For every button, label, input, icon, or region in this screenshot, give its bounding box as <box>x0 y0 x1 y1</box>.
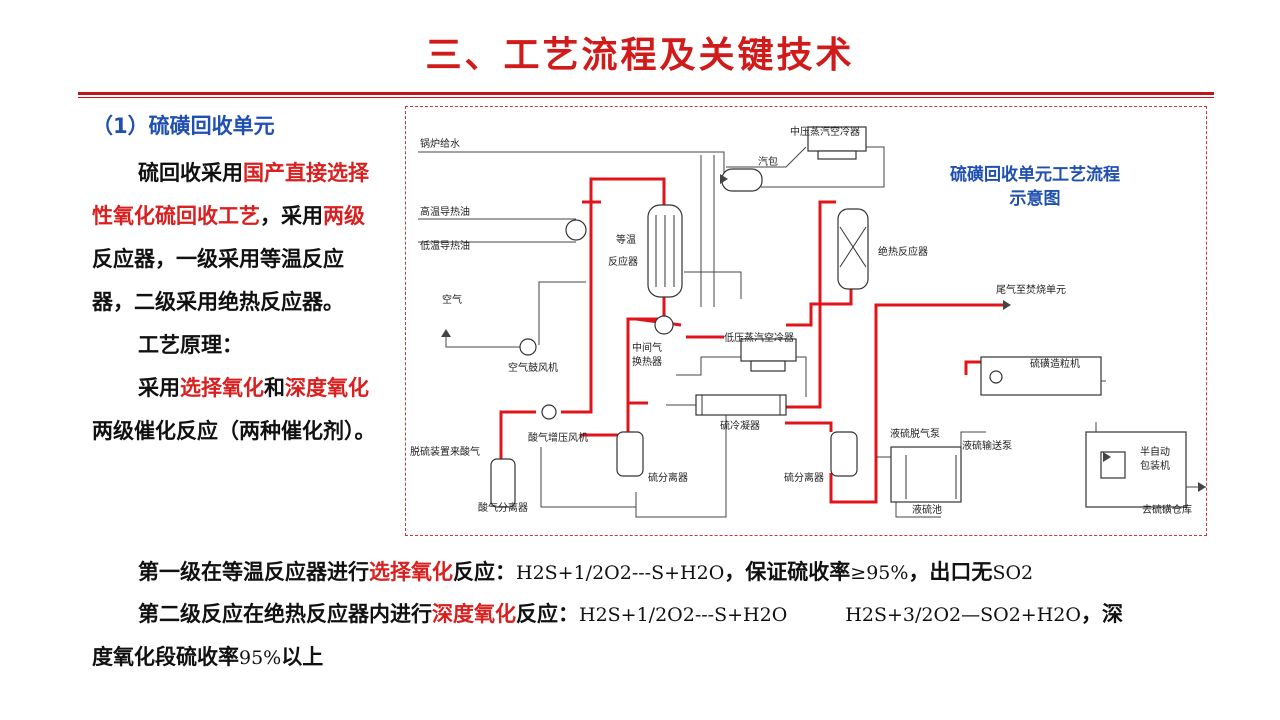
reactor-internals <box>655 215 957 499</box>
label-acid-booster: 酸气增压风机 <box>528 433 588 444</box>
label-tail-gas: 尾气至焚烧单元 <box>996 285 1066 296</box>
process-flow-diagram: 硫磺回收单元工艺流程示意图 锅炉给水 中压蒸汽空冷器 汽包 高温导热油 低温导热… <box>405 106 1207 536</box>
label-degas-pump: 液硫脱气泵 <box>890 429 940 440</box>
page-title: 三、工艺流程及关键技术 <box>425 34 855 76</box>
equation-3: H2S+3/2O2—SO2+H2O <box>845 604 1081 626</box>
label-acid-source: 脱硫装置来酸气 <box>410 447 480 458</box>
label-pit: 液硫池 <box>912 505 942 516</box>
label-sulfur-condenser: 硫冷凝器 <box>720 421 760 432</box>
title-divider-thin <box>78 97 1214 98</box>
label-granulator: 硫磺造粒机 <box>1030 359 1080 370</box>
section-heading: （1）硫磺回收单元 <box>92 114 275 138</box>
label-mid-hx-1: 中间气 <box>632 343 662 354</box>
equation-1: H2S+1/2O2---S+H2O <box>516 562 725 584</box>
equation-2: H2S+1/2O2---S+H2O <box>579 604 788 626</box>
label-isothermal-2: 反应器 <box>608 257 638 268</box>
label-packer-1: 半自动 <box>1140 447 1170 458</box>
label-air: 空气 <box>442 295 462 306</box>
equipment <box>490 126 1187 508</box>
flow-arrows <box>441 174 1206 492</box>
label-mid-hx-2: 换热器 <box>632 357 662 368</box>
label-lp-aircooler: 低压蒸汽空冷器 <box>724 333 794 344</box>
label-hot-oil-out: 低温导热油 <box>420 241 470 252</box>
label-warehouse: 去硫磺仓库 <box>1142 505 1192 516</box>
stage1-line: 第一级在等温反应器进行选择氧化反应：H2S+1/2O2---S+H2O，保证硫收… <box>138 560 1034 584</box>
label-drum: 汽包 <box>758 157 778 168</box>
label-transfer-pump: 液硫输送泵 <box>962 441 1012 452</box>
label-sep2: 硫分离器 <box>784 473 824 484</box>
diagram-title: 硫磺回收单元工艺流程示意图 <box>950 165 1120 209</box>
label-blower: 空气鼓风机 <box>508 363 558 374</box>
label-boiler-water: 锅炉给水 <box>420 139 460 150</box>
flow-diagram-svg <box>418 126 1206 518</box>
label-isothermal-1: 等温 <box>616 235 636 246</box>
label-adiabatic: 绝热反应器 <box>878 247 928 258</box>
intro-paragraph-2: 工艺原理： <box>138 333 243 357</box>
label-packer-2: 包装机 <box>1140 461 1170 472</box>
label-mp-aircooler: 中压蒸汽空冷器 <box>790 127 860 138</box>
title-divider <box>78 92 1214 95</box>
label-sep1: 硫分离器 <box>648 473 688 484</box>
intro-text: 硫回收采用国产直接选择性氧化硫回收工艺，采用两级反应器，一级采用等温反应器，二级… <box>92 152 382 453</box>
intro-paragraph-3: 采用选择氧化和深度氧化两级催化反应（两种催化剂）。 <box>92 376 376 443</box>
label-hot-oil-in: 高温导热油 <box>420 207 470 218</box>
label-acid-sep: 酸气分离器 <box>478 503 528 514</box>
stage2-line-cont: 度氧化段硫收率95%以上 <box>92 645 324 669</box>
intro-paragraph-1: 硫回收采用国产直接选择性氧化硫回收工艺，采用两级反应器，一级采用等温反应器，二级… <box>92 161 369 314</box>
